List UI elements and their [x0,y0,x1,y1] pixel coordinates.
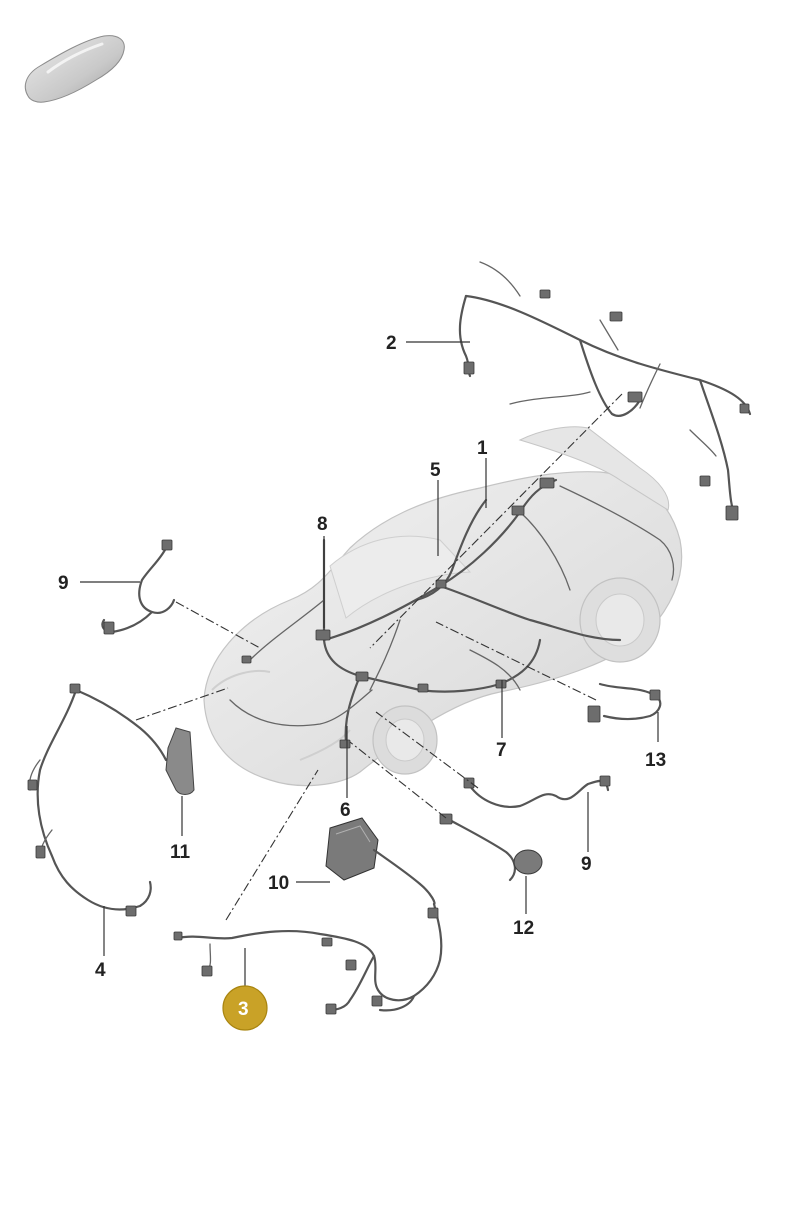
callout-9-left[interactable]: 9 [58,573,69,594]
front-harness-4 [27,683,195,917]
callout-13[interactable]: 13 [645,750,666,771]
callout-1[interactable]: 1 [477,438,488,459]
callout-11[interactable]: 11 [170,842,191,863]
car-thumbnail-icon [24,35,125,103]
callout-3: 3 [238,999,249,1020]
dashboard-harness-2 [458,261,752,521]
harness-9-right-12 [439,775,611,882]
callout-9-right[interactable]: 9 [581,854,592,875]
relation-lines [135,393,623,921]
callouts: 1 2 3 4 5 6 7 8 9 9 10 11 12 13 [58,333,666,1031]
harness-13 [587,682,662,723]
callout-7[interactable]: 7 [496,740,507,761]
module-10 [325,817,379,881]
callout-10[interactable]: 10 [268,873,289,894]
callout-6[interactable]: 6 [340,800,351,821]
callout-2[interactable]: 2 [386,333,397,354]
callout-12[interactable]: 12 [513,918,534,939]
leader-lines [80,341,659,990]
callout-3-highlight[interactable]: 3 [222,985,268,1031]
harness-3 [173,848,443,1015]
callout-5[interactable]: 5 [430,460,441,481]
harness-9-left [101,539,176,635]
callout-8[interactable]: 8 [317,514,328,535]
in-car-wiring [229,477,675,749]
car-body [203,426,683,787]
callout-4[interactable]: 4 [95,960,106,981]
